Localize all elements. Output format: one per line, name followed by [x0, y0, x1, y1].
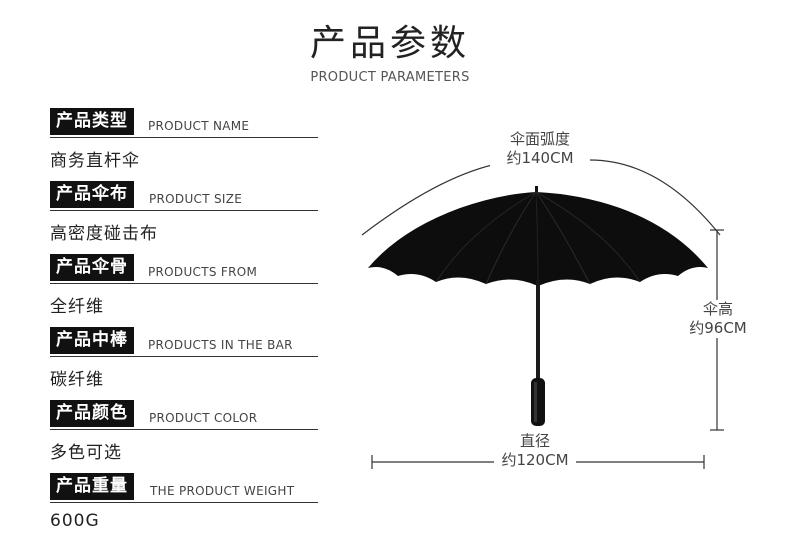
param-label: 产品重量	[50, 473, 134, 500]
param-divider	[50, 356, 318, 357]
param-label: 产品伞骨	[50, 254, 134, 281]
umbrella-canopy	[368, 192, 708, 286]
umbrella-diagram: 伞面弧度 约140CM 伞高 约96CM 直径 约120CM	[340, 120, 780, 540]
param-label-en: PRODUCTS FROM	[148, 265, 258, 279]
param-row: 产品伞布 PRODUCT SIZE 高密度碰击布	[50, 181, 320, 254]
height-dimension-label: 伞高 约96CM	[683, 300, 753, 338]
param-divider	[50, 210, 318, 211]
parameter-list: 产品类型 PRODUCT NAME 商务直杆伞 产品伞布 PRODUCT SIZ…	[50, 108, 320, 546]
umbrella-shaft	[536, 280, 540, 380]
param-label-en: THE PRODUCT WEIGHT	[150, 484, 295, 498]
param-value: 碳纤维	[50, 370, 104, 390]
page-subtitle: PRODUCT PARAMETERS	[310, 70, 470, 85]
param-label: 产品伞布	[50, 181, 134, 208]
param-row: 产品颜色 PRODUCT COLOR 多色可选	[50, 400, 320, 473]
diameter-dimension-label: 直径 约120CM	[494, 432, 576, 470]
param-divider	[50, 429, 318, 430]
param-value: 高密度碰击布	[50, 224, 158, 244]
param-row: 产品伞骨 PRODUCTS FROM 全纤维	[50, 254, 320, 327]
umbrella-tip	[535, 186, 538, 196]
umbrella-illustration	[361, 159, 724, 469]
param-label-en: PRODUCT NAME	[148, 119, 250, 133]
param-divider	[50, 502, 318, 503]
param-value: 多色可选	[50, 443, 122, 463]
param-value: 全纤维	[50, 297, 104, 317]
param-row: 产品中棒 PRODUCTS IN THE BAR 碳纤维	[50, 327, 320, 400]
param-label: 产品类型	[50, 108, 134, 135]
page-title: 产品参数	[309, 23, 470, 64]
param-divider	[50, 283, 318, 284]
param-row: 产品类型 PRODUCT NAME 商务直杆伞	[50, 108, 320, 181]
param-label: 产品中棒	[50, 327, 134, 354]
param-label: 产品颜色	[50, 400, 134, 427]
param-label-en: PRODUCT SIZE	[149, 192, 243, 206]
param-label-en: PRODUCT COLOR	[149, 411, 258, 425]
param-value: 600G	[50, 511, 100, 531]
param-divider	[50, 137, 318, 138]
arc-dimension-line-right	[589, 159, 721, 236]
param-row: 产品重量 THE PRODUCT WEIGHT 600G	[50, 473, 320, 546]
page-header: 产品参数 PRODUCT PARAMETERS	[280, 22, 500, 85]
param-value: 商务直杆伞	[50, 151, 140, 171]
param-label-en: PRODUCTS IN THE BAR	[148, 338, 293, 352]
umbrella-handle	[531, 378, 545, 426]
arc-dimension-label: 伞面弧度 约140CM	[490, 130, 590, 168]
